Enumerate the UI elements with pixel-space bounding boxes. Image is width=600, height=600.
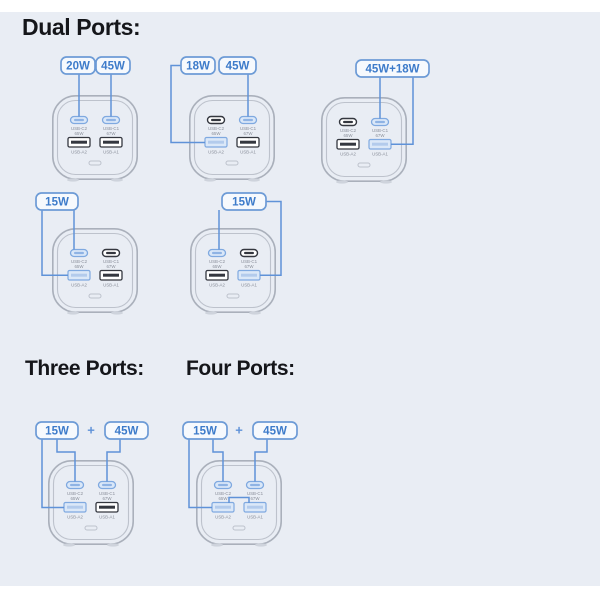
- connector-line: [212, 439, 224, 482]
- power-badge-four-shared: 15W: [182, 421, 228, 440]
- charger-dual-4: [51, 228, 139, 316]
- power-badge-dual4-shared: 15W: [35, 192, 79, 211]
- badge-label: 45W+18W: [365, 63, 419, 75]
- usb-c1-port: [370, 117, 390, 127]
- power-badge-dual5-shared: 15W: [221, 192, 267, 211]
- power-badge-three-shared: 15W: [35, 421, 79, 440]
- badge-label: 20W: [66, 60, 90, 72]
- usb-c2-port: [207, 248, 227, 258]
- badge-label: 15W: [45, 196, 69, 208]
- usb-c2-port: [65, 480, 85, 490]
- usb-a2-port: [67, 136, 91, 148]
- usb-c1-port: [238, 115, 258, 125]
- usb-a2-port: [63, 501, 87, 513]
- badge-label: 45W: [101, 60, 125, 72]
- power-badge-four-c1: 45W: [252, 421, 298, 440]
- top-white-strip: [0, 0, 600, 12]
- connector-line: [56, 439, 76, 482]
- usb-c2-port: [213, 480, 233, 490]
- usb-a1-port: [237, 269, 261, 281]
- usb-c1-port: [101, 115, 121, 125]
- connector-line-a2-a1-bridge: [228, 496, 250, 503]
- power-badge-dual1-c1: 45W: [95, 56, 131, 75]
- badge-label: 45W: [115, 425, 139, 437]
- usb-c2-port: [69, 248, 89, 258]
- charger-four-ports: [196, 459, 283, 548]
- connector-line: [170, 64, 205, 144]
- connector-line: [188, 439, 212, 509]
- connector-line: [260, 200, 282, 277]
- badge-label: 45W: [263, 425, 287, 437]
- usb-a1-port: [99, 136, 123, 148]
- usb-a1-port: [95, 501, 119, 513]
- usb-c1-port: [245, 480, 265, 490]
- bottom-white-strip: [0, 586, 600, 600]
- usb-a2-port: [336, 138, 360, 150]
- usb-a2-port: [67, 269, 91, 281]
- badge-label: 45W: [226, 60, 250, 72]
- usb-a1-port: [236, 136, 260, 148]
- power-badge-dual1-c2: 20W: [60, 56, 96, 75]
- badge-label: 15W: [193, 425, 217, 437]
- usb-a2-port: [204, 136, 228, 148]
- badge-label: 15W: [232, 196, 256, 208]
- connector-line: [41, 439, 64, 509]
- usb-c2-port: [69, 115, 89, 125]
- usb-c1-port: [239, 248, 259, 258]
- connector-line: [254, 439, 268, 482]
- usb-a2-port: [211, 501, 235, 513]
- charger-dual-5: [190, 228, 277, 316]
- section-title-four-ports: Four Ports:: [186, 357, 295, 380]
- badge-label: 15W: [45, 425, 69, 437]
- badge-label: 18W: [186, 60, 210, 72]
- connector-line: [106, 439, 121, 482]
- plus-sign-three: +: [87, 423, 95, 438]
- charger-dual-2: [189, 95, 276, 183]
- usb-a1-port: [368, 138, 392, 150]
- connector-line: [391, 77, 414, 146]
- usb-a2-port: [205, 269, 229, 281]
- connector-line: [41, 210, 68, 277]
- usb-c2-port: [338, 117, 358, 127]
- section-title-dual-ports: Dual Ports:: [22, 14, 141, 40]
- power-badge-three-c1: 45W: [104, 421, 149, 440]
- power-badge-dual3-combined: 45W+18W: [355, 59, 430, 78]
- usb-c1-port: [101, 248, 121, 258]
- charger-dual-1: [51, 95, 139, 183]
- usb-a1-port: [243, 501, 267, 513]
- usb-c1-port: [97, 480, 117, 490]
- power-badge-dual2-c1: 45W: [218, 56, 257, 75]
- usb-c2-port: [206, 115, 226, 125]
- plus-sign-four: +: [235, 423, 243, 438]
- power-badge-dual2-a2: 18W: [180, 56, 216, 75]
- section-title-three-ports: Three Ports:: [25, 357, 144, 380]
- charger-three-ports: [47, 459, 135, 548]
- charger-dual-3: [320, 97, 408, 185]
- usb-a1-port: [99, 269, 123, 281]
